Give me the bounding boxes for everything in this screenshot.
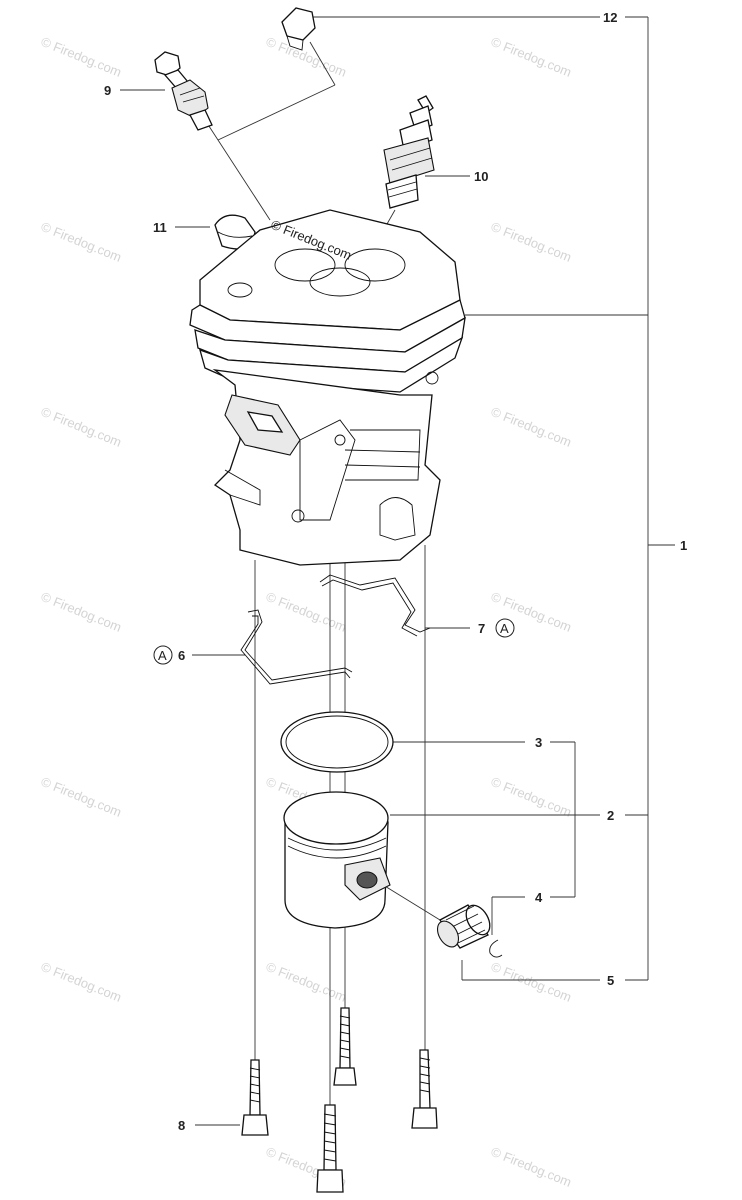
callout-6: 6	[178, 648, 185, 663]
watermark: © Firedog.com	[489, 774, 574, 820]
watermark-layer: © Firedog.com © Firedog.com © Firedog.co…	[39, 34, 574, 1190]
callouts: 12 9 10 11 1 7 6 3 2 4 5 8	[104, 10, 687, 1133]
watermark: © Firedog.com	[489, 404, 574, 450]
callout-2: 2	[607, 808, 614, 823]
letter-marker-text: A	[158, 648, 167, 663]
watermark: © Firedog.com	[264, 589, 349, 635]
callout-8: 8	[178, 1118, 185, 1133]
watermark: © Firedog.com	[39, 589, 124, 635]
part-10-spark-plug	[383, 95, 435, 209]
watermark: © Firedog.com	[39, 959, 124, 1005]
watermark: © Firedog.com	[39, 404, 124, 450]
watermark: © Firedog.com	[489, 34, 574, 80]
bolt	[316, 1104, 344, 1193]
watermark: © Firedog.com	[489, 1144, 574, 1190]
letter-marker-6: A	[153, 645, 173, 665]
watermark: © Firedog.com	[39, 34, 124, 80]
watermark: © Firedog.com	[489, 219, 574, 265]
part-9-valve	[154, 51, 213, 131]
watermark: © Firedog.com	[264, 34, 349, 80]
callout-3: 3	[535, 735, 542, 750]
part-2-piston	[283, 791, 391, 929]
part-3-ring	[280, 711, 394, 773]
watermark: © Firedog.com	[39, 774, 124, 820]
letter-marker-7: A	[495, 618, 515, 638]
part-6-clip	[240, 609, 353, 685]
callout-5: 5	[607, 973, 614, 988]
part-8-bolts	[241, 1007, 438, 1193]
watermark: © Firedog.com	[489, 959, 574, 1005]
callout-11: 11	[153, 220, 167, 235]
part-4-circlip	[489, 939, 503, 958]
watermark: © Firedog.com	[39, 219, 124, 265]
part-12-plug	[281, 7, 316, 51]
letter-marker-text: A	[500, 621, 509, 636]
bolt	[411, 1049, 438, 1129]
watermark: © Firedog.com	[264, 959, 349, 1005]
callout-12: 12	[603, 10, 617, 25]
part-5-bearing	[436, 904, 491, 949]
part-7-clip	[319, 574, 431, 637]
callout-1: 1	[680, 538, 687, 553]
callout-4: 4	[535, 890, 543, 905]
callout-7: 7	[478, 621, 485, 636]
bolt	[333, 1007, 357, 1086]
bolt	[241, 1059, 269, 1136]
callout-10: 10	[474, 169, 488, 184]
callout-9: 9	[104, 83, 111, 98]
part-1-cylinder	[189, 209, 466, 566]
